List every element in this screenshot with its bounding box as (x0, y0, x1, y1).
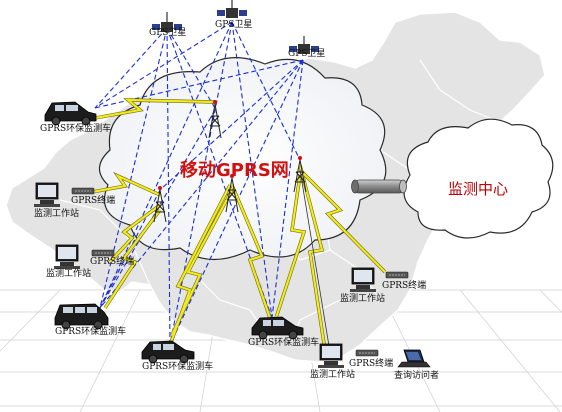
satellite-icon (152, 12, 182, 32)
terminal-label: GPRS终端 (71, 196, 116, 206)
gprs-wireless-links (91, 98, 387, 351)
tower-icon (208, 100, 222, 139)
workstation-computer-icon (34, 182, 60, 207)
workstation-label: 监测工作站 (310, 370, 356, 380)
gprs-terminal-icon (355, 349, 379, 357)
vehicle-label: GPRS环保监测车 (40, 124, 112, 134)
gprs-terminal-icon (385, 271, 409, 279)
monitoring-car-icon (141, 340, 195, 364)
satellite-label: GPS卫星 (149, 28, 187, 38)
satellite-icon (217, 0, 247, 18)
terminal-label: GPRS终端 (382, 281, 427, 291)
gprs-terminal-icon (71, 187, 95, 195)
tower-icon (225, 174, 239, 213)
satellite-icon (289, 36, 319, 54)
laptop-icon (397, 349, 431, 368)
workstation-computer-icon (54, 244, 80, 269)
monitoring-center-label: 监测中心 (448, 180, 509, 198)
workstation-computer-icon (350, 267, 376, 292)
workstation-label: 监测工作站 (340, 294, 386, 304)
monitoring-car-icon (44, 101, 97, 126)
network-title: 移动GPRS网 (180, 160, 289, 181)
terminal-label: GPRS终端 (90, 257, 135, 267)
query-user-label: 查询访问者 (394, 371, 440, 381)
tower-icon (293, 156, 307, 193)
workstation-computer-icon (318, 343, 344, 368)
gprs-terminal-icon (91, 249, 115, 257)
monitoring-car-icon (54, 303, 109, 330)
satellite-label: GPS卫星 (288, 49, 326, 59)
vehicle-label: GPRS环保监测车 (55, 327, 127, 337)
satellite-label: GPS卫星 (215, 20, 253, 30)
workstation-label: 监测工作站 (34, 209, 80, 219)
monitoring-center-cloud (403, 118, 554, 239)
vehicle-label: GPRS环保监测车 (248, 338, 320, 348)
vehicle-label: GPRS环保监测车 (142, 362, 214, 372)
network-link-pipe (351, 179, 407, 194)
monitoring-car-icon (251, 316, 304, 340)
tower-icon (153, 186, 167, 223)
query-link (299, 169, 331, 353)
workstation-label: 监测工作站 (46, 269, 92, 279)
terminal-label: GPRS终端 (349, 359, 394, 369)
